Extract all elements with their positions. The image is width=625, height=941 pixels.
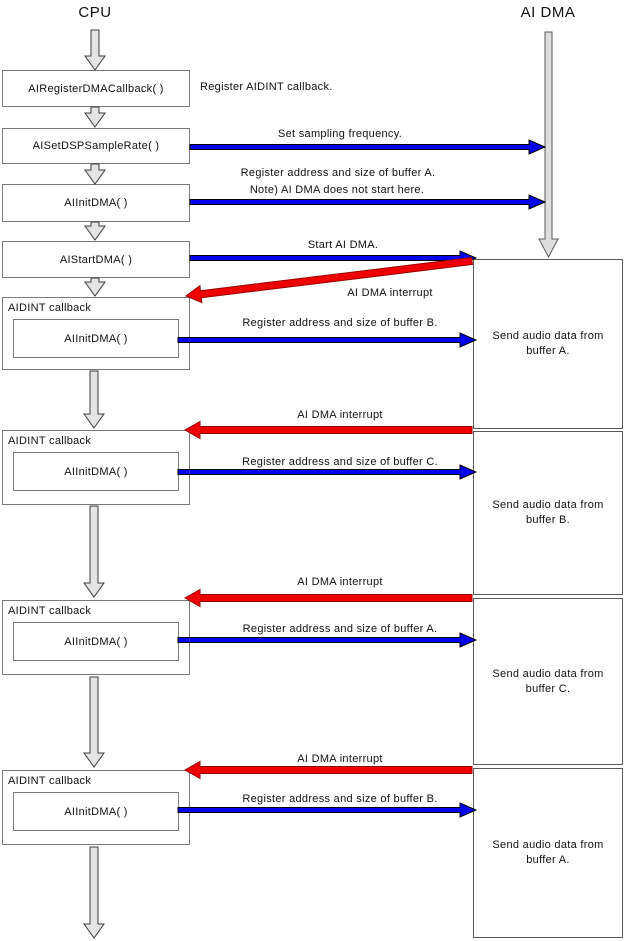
dma-send-box-4-line1: Send audio data from [492, 839, 604, 851]
cpu-lane-title: CPU [78, 4, 112, 21]
arrow-register-buffer-b-1 [177, 332, 478, 348]
label-set-sampling-frequency: Set sampling frequency. [277, 128, 403, 140]
label-ai-dma-interrupt-4: AI DMA interrupt [297, 753, 383, 765]
cpu-flow-arrow-6 [83, 370, 105, 429]
dma-send-box-3: Send audio data from buffer C. [473, 598, 623, 765]
dma-send-box-1: Send audio data from buffer A. [473, 259, 623, 429]
cpu-flow-arrow-9 [83, 846, 105, 939]
box-airegisterdmacallback-label: AIRegisterDMACallback( ) [28, 82, 164, 95]
cpu-flow-arrow-3 [84, 163, 106, 185]
callback-box-4: AIDINT callback AIInitDMA( ) [2, 770, 190, 845]
ai-dma-lane-title: AI DMA [520, 4, 576, 21]
arrow-register-buffer-a [189, 194, 547, 210]
label-register-buffer-a-line2: Note) AI DMA does not start here. [249, 184, 425, 196]
dma-send-box-2: Send audio data from buffer B. [473, 431, 623, 595]
label-register-buffer-c: Register address and size of buffer C. [242, 456, 438, 468]
cpu-flow-arrow-2 [84, 106, 106, 128]
callback-box-3-fn-label: AIInitDMA( ) [64, 635, 128, 648]
label-ai-dma-interrupt-2: AI DMA interrupt [297, 409, 383, 421]
arrow-set-sampling-frequency [189, 139, 547, 155]
dma-send-box-4-line2: buffer A. [526, 854, 570, 866]
label-register-buffer-b-2: Register address and size of buffer B. [242, 793, 438, 805]
dma-send-box-2-line1: Send audio data from [492, 499, 604, 511]
dma-send-box-2-line2: buffer B. [525, 514, 571, 526]
arrow-ai-dma-interrupt-3 [183, 588, 473, 608]
box-aiinitdma: AIInitDMA( ) [2, 184, 190, 222]
dma-send-box-1-line1: Send audio data from [492, 330, 604, 342]
arrow-ai-dma-interrupt-2 [183, 420, 473, 440]
box-airegisterdmacallback: AIRegisterDMACallback( ) [2, 70, 190, 107]
cpu-flow-arrow-8 [83, 676, 105, 768]
box-aiinitdma-label: AIInitDMA( ) [64, 197, 128, 209]
cpu-flow-arrow-7 [83, 505, 105, 598]
box-aistartdma-label: AIStartDMA( ) [59, 253, 133, 266]
arrow-start-ai-dma [189, 250, 478, 266]
callback-box-3-fn: AIInitDMA( ) [13, 622, 179, 661]
ai-dma-lifeline-arrow [538, 31, 559, 259]
callback-box-1: AIDINT callback AIInitDMA( ) [2, 297, 190, 370]
label-register-buffer-a-2: Register address and size of buffer A. [242, 623, 438, 635]
label-start-ai-dma: Start AI DMA. [307, 239, 379, 251]
label-register-buffer-a-line1: Register address and size of buffer A. [240, 167, 436, 179]
cpu-flow-arrow-1 [84, 29, 106, 71]
label-register-buffer-b-1: Register address and size of buffer B. [242, 317, 438, 329]
cpu-flow-arrow-4 [84, 221, 106, 241]
dma-send-box-4: Send audio data from buffer A. [473, 768, 623, 938]
callback-box-1-label: AIDINT callback [8, 302, 92, 314]
box-aisetdspsamplerate-label: AISetDSPSampleRate( ) [32, 140, 160, 152]
callback-box-2-fn-label: AIInitDMA( ) [64, 465, 128, 478]
callback-box-1-fn-label: AIInitDMA( ) [64, 332, 128, 345]
dma-send-box-3-line1: Send audio data from [492, 667, 604, 680]
cpu-flow-arrow-5 [84, 277, 106, 297]
callback-box-3-label: AIDINT callback [8, 605, 92, 617]
label-ai-dma-interrupt-1: AI DMA interrupt [347, 287, 433, 299]
label-ai-dma-interrupt-3: AI DMA interrupt [297, 576, 383, 588]
callback-box-2-fn: AIInitDMA( ) [13, 452, 179, 491]
callback-box-2: AIDINT callback AIInitDMA( ) [2, 430, 190, 505]
callback-box-4-fn-label: AIInitDMA( ) [64, 805, 128, 818]
dma-send-box-1-line2: buffer A. [526, 345, 570, 357]
callback-box-2-label: AIDINT callback [8, 435, 92, 447]
callback-box-1-fn: AIInitDMA( ) [13, 319, 179, 358]
callback-box-4-fn: AIInitDMA( ) [13, 792, 179, 831]
note-register-aidint-callback: Register AIDINT callback. [200, 81, 333, 93]
callback-box-3: AIDINT callback AIInitDMA( ) [2, 600, 190, 675]
box-aisetdspsamplerate: AISetDSPSampleRate( ) [2, 128, 190, 164]
box-aistartdma: AIStartDMA( ) [2, 241, 190, 278]
dma-send-box-3-line2: buffer C. [525, 682, 571, 695]
callback-box-4-label: AIDINT callback [8, 775, 92, 787]
